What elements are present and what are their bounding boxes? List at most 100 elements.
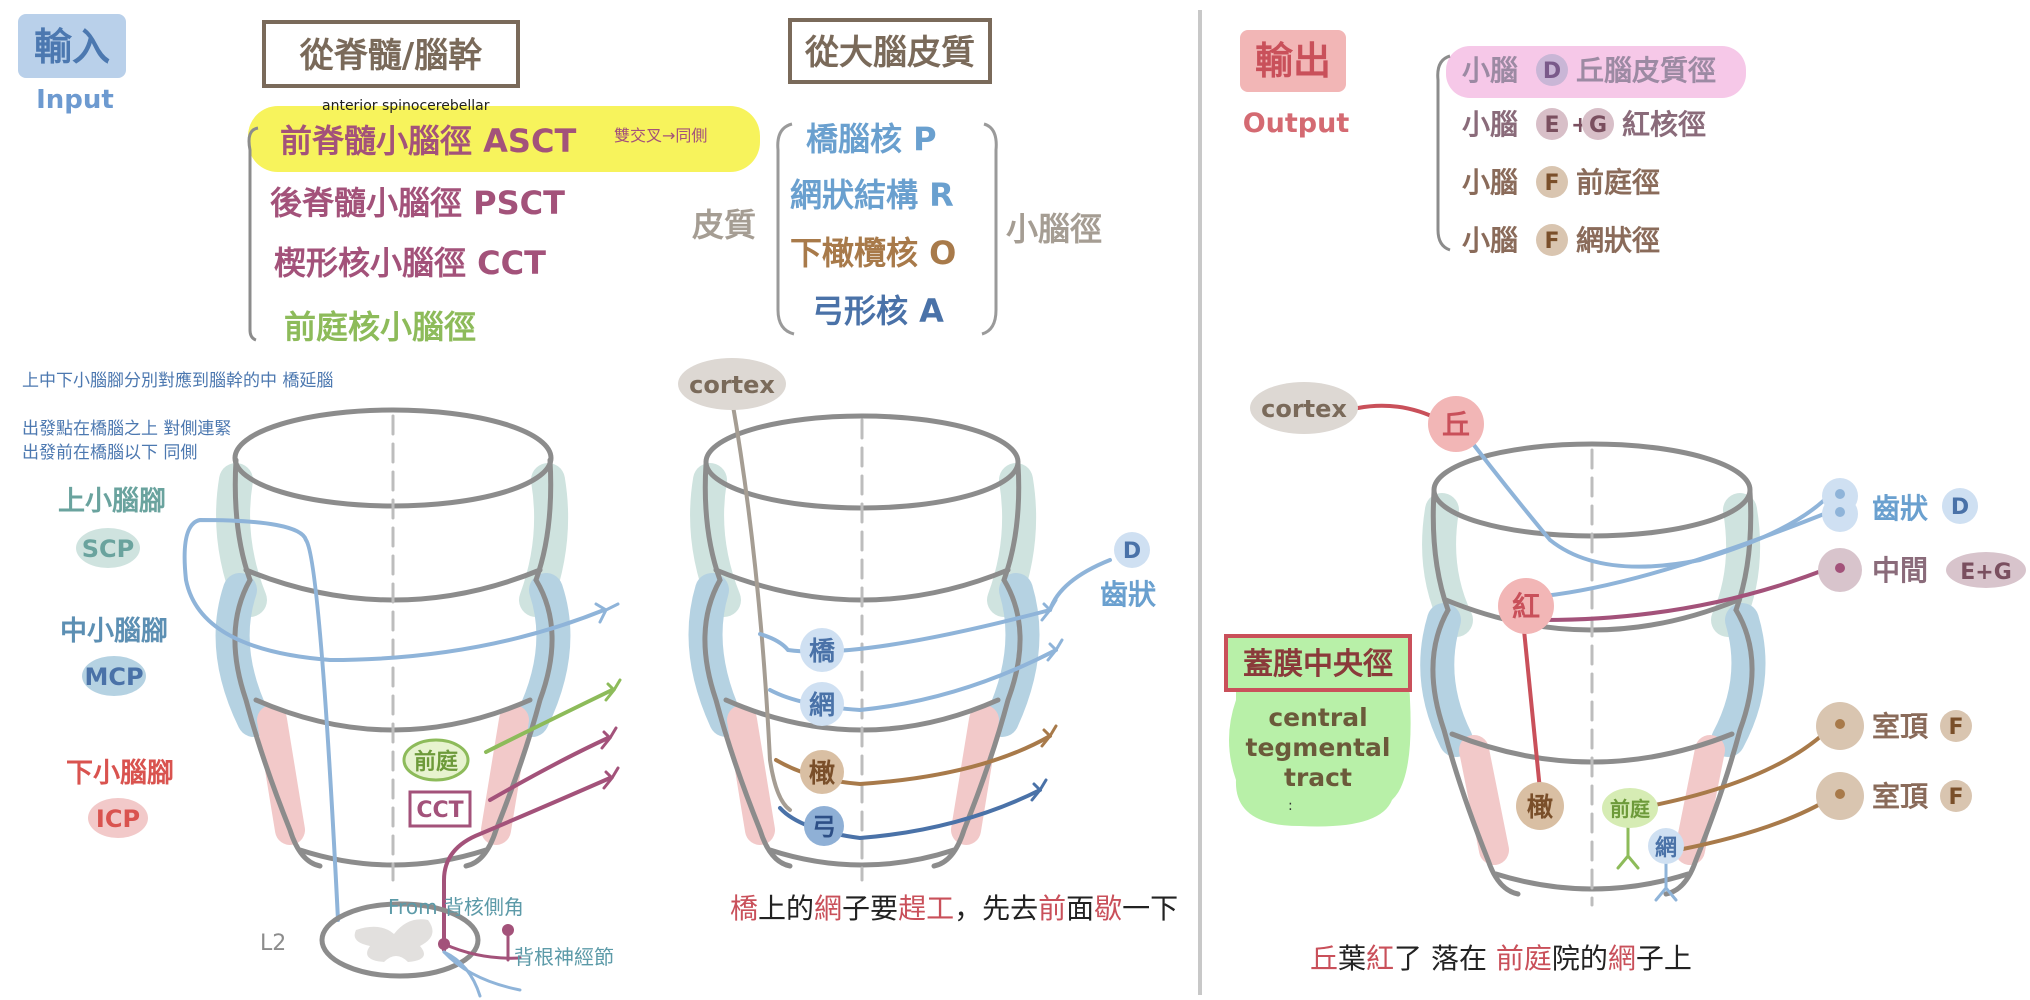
- ascending-note: anterior spinocerebellar: [322, 98, 490, 114]
- mnemonic-seg: 一下: [1122, 892, 1178, 925]
- ctt-line3: tract: [1284, 763, 1352, 792]
- output-row-1-pre: 小腦: [1462, 54, 1518, 87]
- cortex-left-label: cortex: [689, 371, 775, 399]
- cortex-right-badge: [1250, 382, 1358, 434]
- olive-nucleus-badge: [800, 750, 844, 794]
- spinal-header-box: [262, 20, 520, 88]
- fastigial-circle-1: [1940, 710, 1972, 742]
- fastigial-letter-1: F: [1948, 715, 1963, 740]
- output-row-4-pre: 小腦: [1462, 224, 1518, 257]
- fastigial-node-1-dot: [1835, 719, 1845, 729]
- fastigial-node-2-dot: [1835, 789, 1845, 799]
- icp-label: 下小腦腳: [66, 758, 174, 789]
- output-row-1-text: 丘腦皮質徑: [1576, 54, 1716, 87]
- arcuate-nucleus-label: 弓: [812, 813, 836, 841]
- spinal-header: 從脊髓/腦幹: [299, 36, 483, 76]
- note-below-pons: 出發前在橋腦以下 同側: [22, 443, 197, 463]
- reticular-output-badge: [1648, 828, 1684, 864]
- input-title: 輸入: [34, 25, 110, 69]
- input-title-badge: [18, 14, 126, 78]
- nucleus-olive: 下橄欖核 O: [790, 234, 956, 272]
- cortical-suffix: 小腦徑: [1006, 210, 1102, 248]
- dentate-output-letter: D: [1951, 495, 1969, 520]
- ganglion-label: 背根神經節: [514, 945, 614, 969]
- mnemonic-out-seg: 子上: [1636, 942, 1692, 975]
- thalamus-label: 丘: [1442, 408, 1470, 441]
- mnemonic-seg: 上的: [758, 892, 814, 925]
- mnemonic-out-seg: 葉: [1338, 942, 1366, 975]
- tract-psct: 後脊髓小腦徑 PSCT: [270, 184, 565, 222]
- output-row-3-pre: 小腦: [1462, 166, 1518, 199]
- output-row-4-letter: F: [1544, 229, 1559, 254]
- dentate-input-badge: [1114, 532, 1150, 568]
- output-row-2-circle: [1536, 108, 1568, 140]
- brainstem-spinal: [182, 407, 622, 998]
- mnemonic-net: 網: [814, 892, 842, 925]
- output-row-2-letter2: G: [1589, 113, 1607, 138]
- reticular-nucleus-label: 網: [809, 690, 835, 721]
- fastigial-label-1: 室頂: [1872, 710, 1929, 743]
- tract-vestibulocerebellar: 前庭核小腦徑: [284, 308, 476, 346]
- output-row-2-pre: 小腦: [1462, 108, 1518, 141]
- pons-nucleus-badge: [800, 628, 844, 672]
- icp-abbr: ICP: [96, 805, 140, 833]
- red-nucleus-label: 紅: [1512, 590, 1540, 623]
- output-row-1-letter: D: [1543, 59, 1561, 84]
- mnemonic-front: 前: [1038, 892, 1066, 925]
- cortex-header: 從大腦皮質: [804, 33, 975, 73]
- interposed-letters: E+G: [1960, 560, 2012, 585]
- dentate-output-circle: [1942, 488, 1978, 524]
- output-row-3-circle: [1536, 166, 1568, 198]
- vestibular-output-badge: [1602, 788, 1658, 828]
- output-mnemonic: 丘葉紅了 落在 前庭院的網子上: [1310, 942, 1692, 975]
- red-nucleus-badge: [1498, 578, 1554, 634]
- cct-box: [408, 790, 472, 828]
- note-peduncles: 上中下小腦腳分別對應到腦幹的中 橋延腦: [22, 370, 333, 391]
- cortex-right-label: cortex: [1261, 395, 1347, 423]
- olive-output-label: 橄: [1527, 793, 1553, 823]
- ctt-line1: central: [1268, 703, 1367, 732]
- tract-bracket: [247, 126, 259, 342]
- reticular-nucleus-badge: [800, 682, 844, 726]
- pons-nucleus-label: 橋: [809, 637, 836, 667]
- input-mnemonic: 橋上的網子要趕工，先去前面歇一下: [730, 892, 1178, 925]
- vestibular-output-label: 前庭: [1610, 797, 1650, 821]
- mnemonic-out-vestibular: 前庭: [1496, 942, 1552, 975]
- mnemonic-out-seg: 了 落在: [1394, 942, 1496, 975]
- fastigial-circle-2: [1940, 780, 1972, 812]
- mcp-badge: [82, 656, 146, 696]
- cortical-prefix: 皮質: [692, 206, 756, 244]
- dentate-node-dot-2: [1835, 507, 1845, 517]
- output-row-3-letter: F: [1544, 171, 1559, 196]
- mnemonic-out-thalamus: 丘: [1310, 942, 1338, 975]
- cortex-header-box: [788, 18, 992, 84]
- mnemonic-seg: ，先去: [954, 892, 1038, 925]
- mnemonic-out-seg: 院的: [1552, 942, 1608, 975]
- icp-badge: [88, 798, 148, 838]
- output-row-highlight: [1446, 46, 1746, 98]
- cortical-right-bracket: [981, 122, 998, 336]
- brainstem-cortical: [688, 398, 1112, 882]
- ctt-title: 蓋膜中央徑: [1243, 647, 1393, 682]
- cortical-left-bracket: [776, 122, 795, 336]
- output-row-1-circle: [1536, 54, 1568, 86]
- output-row-3-text: 前庭徑: [1576, 166, 1660, 199]
- asct-highlight: [248, 106, 760, 172]
- mcp-abbr: MCP: [84, 663, 143, 691]
- ctt-dots: :: [1288, 798, 1293, 814]
- interposed-node-dot: [1835, 563, 1845, 573]
- tract-cct: 楔形核小腦徑 CCT: [274, 244, 546, 282]
- mcp-label: 中小腦腳: [60, 616, 168, 647]
- brainstem-output: [1356, 403, 1836, 907]
- scp-badge: [76, 528, 140, 568]
- cross-note: 雙交叉→同側: [614, 126, 707, 145]
- mnemonic-hurry: 趕工: [898, 892, 954, 925]
- olive-output-badge: [1516, 782, 1564, 830]
- output-row-2-text: 紅核徑: [1622, 108, 1706, 141]
- mnemonic-out-net: 網: [1608, 942, 1636, 975]
- ctt-line2: tegmental: [1246, 733, 1391, 762]
- output-bracket: [1436, 54, 1451, 252]
- vestibular-nucleus-label: 前庭: [414, 749, 458, 775]
- nucleus-arcuate: 弓形核 A: [812, 292, 944, 330]
